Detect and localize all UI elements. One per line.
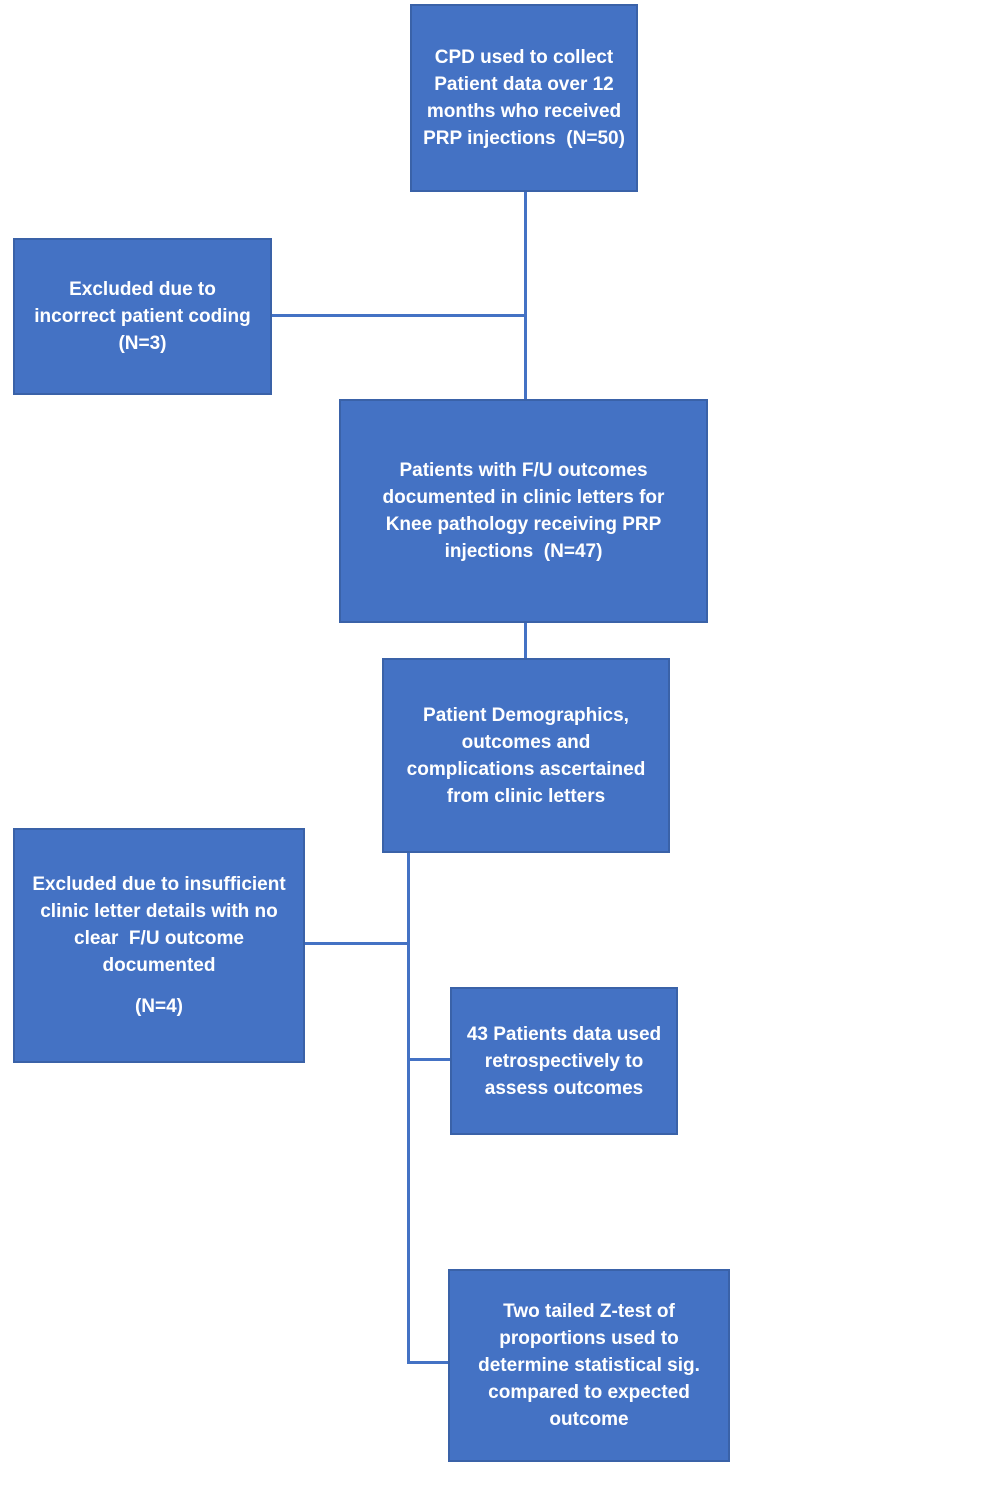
node-text-line: Excluded due to [69,279,216,300]
node-text-line: CPD used to collect [434,47,614,68]
connector-excluded-coding-branch [272,314,526,317]
connector-to-retrospective [409,1058,451,1061]
node-text-line: Knee pathology receiving PRP [385,514,662,535]
node-excluded-incorrect-coding: Excluded due to incorrect patient coding… [13,238,272,395]
node-text-line: determine statistical sig. [478,1355,700,1376]
node-fu-outcomes-documented: Patients with F/U outcomes documented in… [339,399,708,623]
node-text-line: Two tailed Z-test of [503,1301,675,1322]
node-text-line: complications ascertained [406,758,646,780]
connector-collected-to-fu-outcomes [524,192,527,399]
node-text-line: documented [102,955,216,976]
node-excluded-insufficient-details: Excluded due to insufficient clinic lett… [13,828,305,1063]
node-text-line: injections (N=47) [444,541,603,562]
node-text-line: retrospectively to [484,1050,644,1072]
connector-fu-outcomes-to-demographics [524,622,527,659]
node-text-line: incorrect patient coding [34,306,251,327]
node-text-line: Patient data over 12 [434,74,614,95]
node-text-line: months who received [426,101,622,122]
node-text-line: documented in clinic letters for [382,487,665,508]
node-text-line: proportions used to [499,1328,679,1349]
node-demographics-ascertained: Patient Demographics, outcomes and compl… [382,658,670,853]
node-text-line: assess outcomes [484,1077,644,1099]
node-text-line: clear F/U outcome [74,928,244,949]
connector-demographics-trunk [407,852,410,1364]
node-text-line: outcomes and [461,731,591,753]
node-text-line: Patients with F/U outcomes [399,460,648,481]
node-text-line: Excluded due to insufficient [32,874,286,895]
node-text-line: Patient Demographics, [423,704,629,726]
node-text-line: (N=3) [118,333,167,354]
node-text-line: PRP injections (N=50) [423,128,625,149]
node-text-line: clinic letter details with no [40,901,278,922]
node-text-line: 43 Patients data used [466,1023,662,1045]
node-ztest-proportions: Two tailed Z-test of proportions used to… [448,1269,730,1462]
node-retrospective-assessment: 43 Patients data used retrospectively to… [450,987,678,1135]
node-cpd-collected: CPD used to collect Patient data over 12… [410,4,638,192]
node-n-count: (N=4) [134,996,184,1017]
node-text-line: compared to expected [488,1382,690,1403]
connector-to-ztest [409,1361,449,1364]
node-text-line: outcome [549,1409,629,1430]
node-text-line: from clinic letters [446,785,606,807]
connector-excluded-letters-branch [305,942,408,945]
